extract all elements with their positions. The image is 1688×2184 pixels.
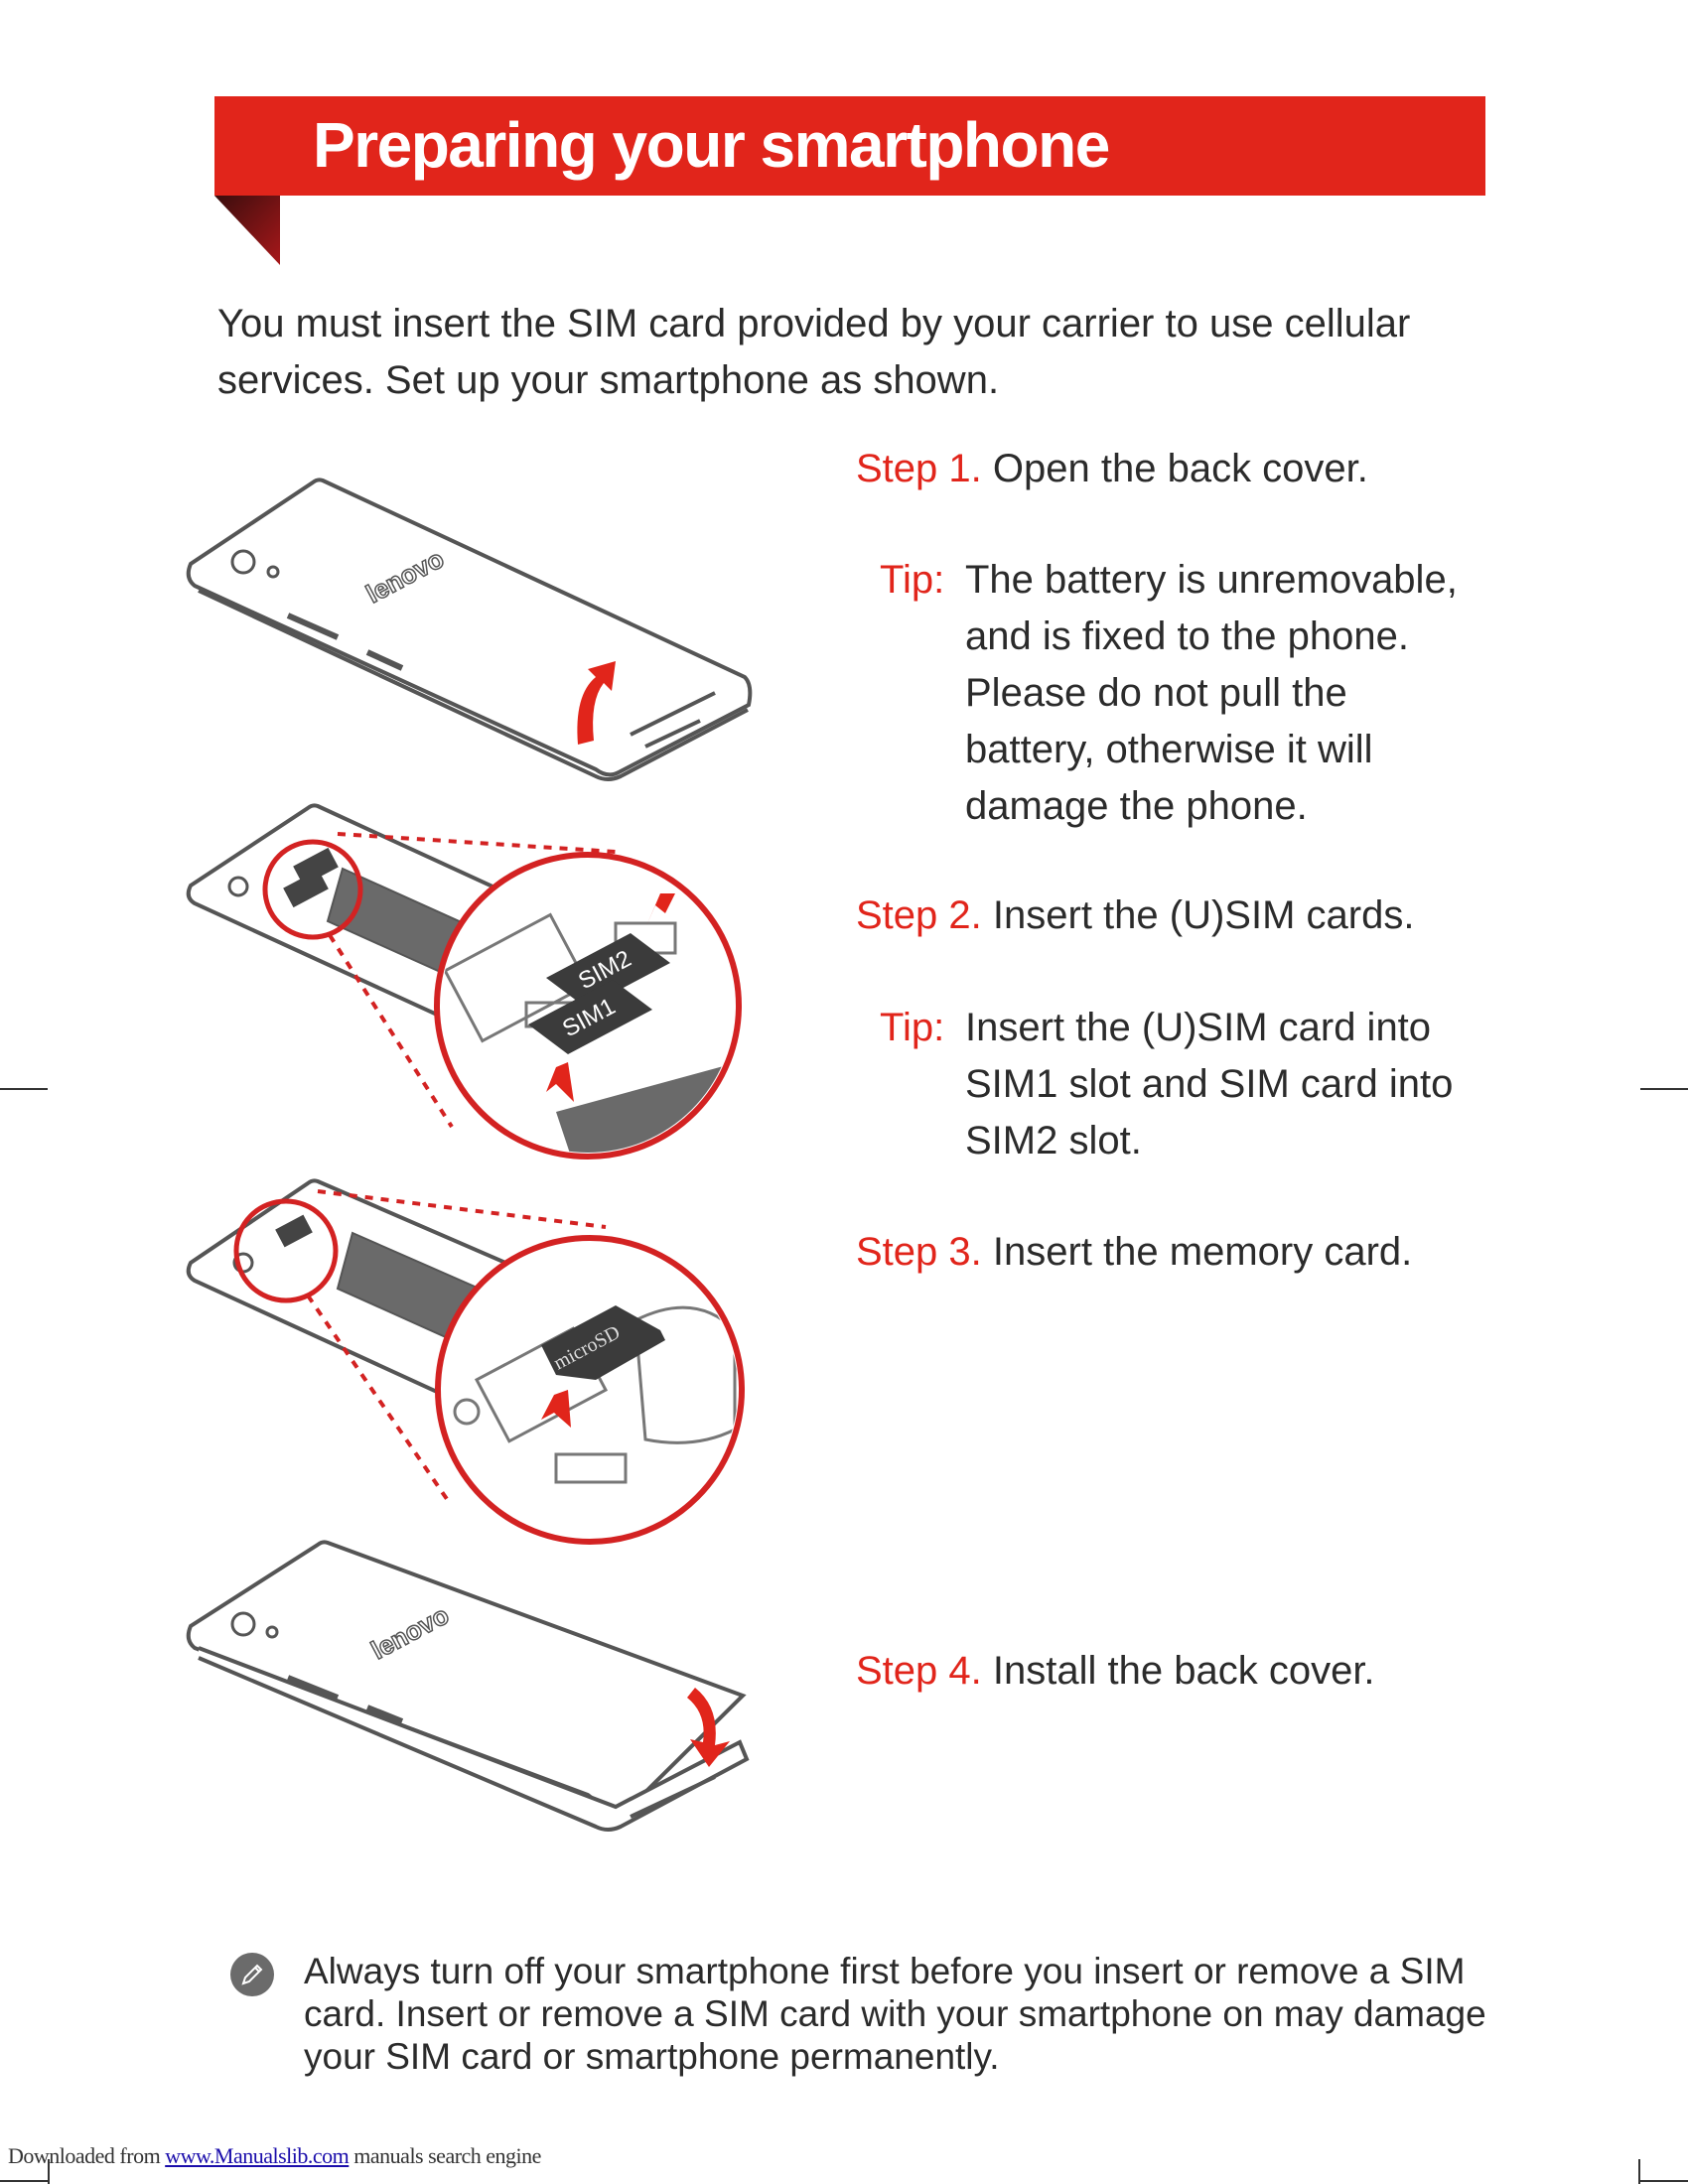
arrow-close-icon (687, 1688, 730, 1767)
manualslib-link[interactable]: www.Manualslib.com (165, 2143, 350, 2168)
tip-1-text: The battery is unremovable, and is fixed… (965, 558, 1458, 828)
banner-fold (214, 196, 280, 265)
illustration-memory-card: microSD (186, 1178, 745, 1545)
step-2-label: Step 2. (856, 893, 982, 937)
crop-mark-bottom-right (1640, 2180, 1688, 2182)
warning-note: Always turn off your smartphone first be… (304, 1951, 1486, 2077)
step-2: Step 2. Insert the (U)SIM cards. (856, 887, 1414, 944)
step-1-label: Step 1. (856, 447, 982, 490)
flash (266, 565, 280, 579)
step-4-text: Install the back cover. (992, 1649, 1375, 1693)
crop-mark-left (0, 1088, 48, 1090)
note-pencil-icon (230, 1953, 274, 1996)
zoom-circle-large-2 (435, 1235, 745, 1545)
crop-mark-right (1640, 1088, 1688, 1090)
crop-mark-bottom-left (0, 2180, 48, 2182)
footer-suffix: manuals search engine (353, 2143, 541, 2168)
step-4: Step 4. Install the back cover. (856, 1643, 1375, 1700)
arrow-microsd-icon (541, 1390, 571, 1428)
tip-2-text: Insert the (U)SIM card into SIM1 slot an… (965, 1006, 1454, 1162)
arrow-sim1-icon (546, 1062, 574, 1102)
crop-mark-bottom-right-v (1638, 2159, 1640, 2184)
step-1: Step 1. Open the back cover. (856, 441, 1368, 497)
step-3: Step 3. Insert the memory card. (856, 1224, 1412, 1281)
arrow-sim2-icon (645, 893, 675, 928)
footer: Downloaded from www.Manualslib.com manua… (8, 2143, 541, 2169)
footer-prefix: Downloaded from (8, 2143, 161, 2168)
title-banner (214, 96, 1485, 196)
illustration-install-cover: lenovo (186, 1540, 750, 1832)
phone-back-outline (186, 478, 753, 777)
step-2-text: Insert the (U)SIM cards. (992, 893, 1415, 937)
tip-1: Tip: The battery is unremovable, and is … (880, 552, 1515, 835)
zoom-circle-small-2 (233, 1198, 339, 1303)
intro-text: You must insert the SIM card provided by… (217, 302, 1411, 402)
illustration-sim-cards: SIM2 SIM1 (186, 803, 742, 1160)
illustration-open-cover: lenovo (186, 478, 753, 781)
step-3-text: Insert the memory card. (992, 1230, 1413, 1274)
tip-2: Tip: Insert the (U)SIM card into SIM1 sl… (880, 1000, 1515, 1169)
arrow-lift-icon (577, 661, 616, 745)
step-1-text: Open the back cover. (992, 447, 1368, 490)
step-4-label: Step 4. (856, 1649, 982, 1693)
step-3-label: Step 3. (856, 1230, 982, 1274)
crop-mark-bottom-left-v (48, 2159, 50, 2184)
tip-2-label: Tip: (880, 1006, 945, 1049)
zoom-circle-small (262, 839, 363, 940)
page-title: Preparing your smartphone (313, 109, 1110, 181)
tip-1-label: Tip: (880, 558, 945, 602)
camera-lens (230, 549, 256, 575)
